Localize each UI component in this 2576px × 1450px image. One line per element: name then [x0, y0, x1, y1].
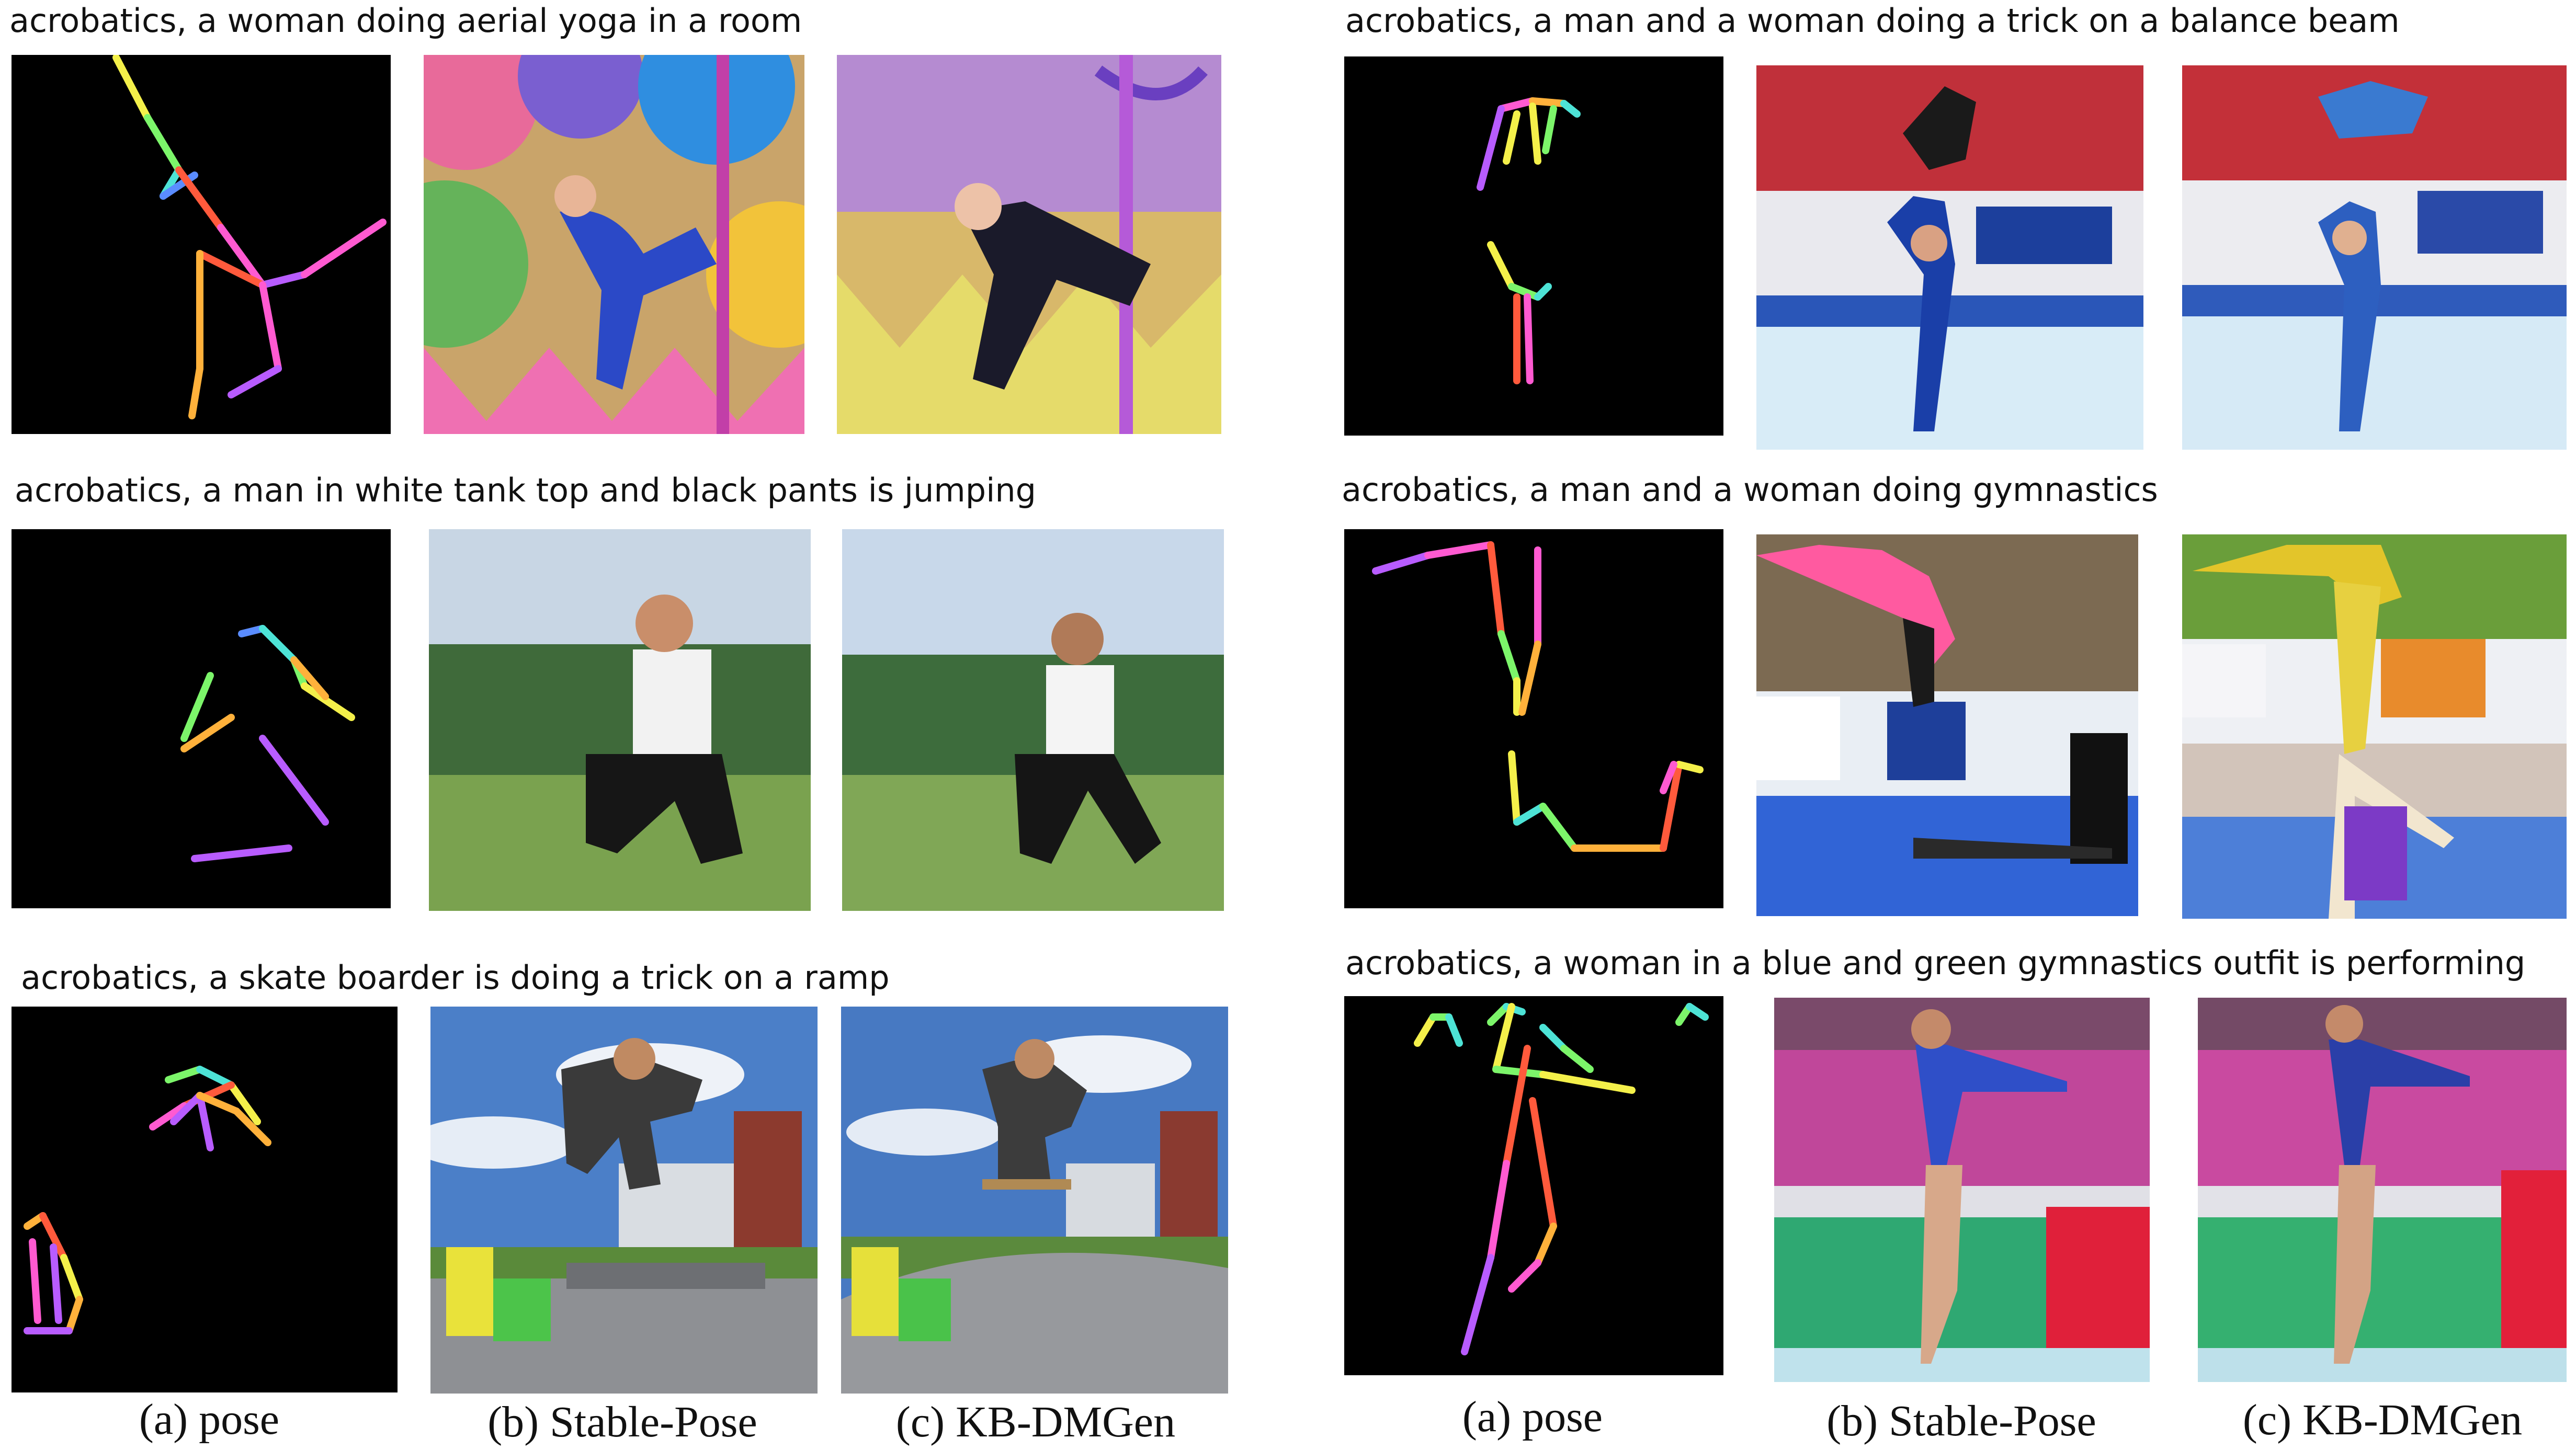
- label-right-pose: (a) pose: [1462, 1392, 1603, 1441]
- kb-dmgen-image-gymnastics-outfit: [2198, 998, 2567, 1382]
- caption-gymnastics-outfit: acrobatics, a woman in a blue and green …: [1345, 944, 2526, 982]
- pose-skeleton-aerial-yoga: [12, 55, 391, 434]
- label-left-kb-dmgen: (c) KB-DMGen: [895, 1398, 1176, 1446]
- kb-dmgen-image-skate-boarder: [841, 1007, 1228, 1394]
- stable-pose-image-tank-top-jump: [429, 529, 811, 911]
- kb-dmgen-image-aerial-yoga: [837, 55, 1221, 434]
- stable-pose-image-gymnastics-outfit: [1774, 998, 2150, 1382]
- label-right-stable-pose: (b) Stable-Pose: [1826, 1397, 2096, 1445]
- caption-tank-top-jump: acrobatics, a man in white tank top and …: [15, 471, 1037, 509]
- stable-pose-image-skate-boarder: [430, 1007, 818, 1394]
- label-left-stable-pose: (b) Stable-Pose: [487, 1398, 757, 1446]
- pose-skeleton-tank-top-jump: [12, 529, 391, 908]
- pose-skeleton-skate-boarder: [12, 1007, 398, 1392]
- pose-skeleton-gymnastics-outfit: [1344, 996, 1723, 1375]
- label-left-pose: (a) pose: [139, 1395, 280, 1444]
- stable-pose-image-aerial-yoga: [424, 55, 804, 434]
- caption-gymnastics: acrobatics, a man and a woman doing gymn…: [1342, 471, 2158, 509]
- caption-aerial-yoga: acrobatics, a woman doing aerial yoga in…: [9, 2, 802, 40]
- pose-skeleton-gymnastics: [1344, 529, 1723, 908]
- caption-skate-boarder: acrobatics, a skate boarder is doing a t…: [21, 958, 890, 997]
- kb-dmgen-image-tank-top-jump: [842, 529, 1224, 911]
- label-right-kb-dmgen: (c) KB-DMGen: [2242, 1396, 2523, 1444]
- kb-dmgen-image-balance-beam: [2182, 65, 2567, 450]
- stable-pose-image-gymnastics: [1756, 534, 2138, 916]
- pose-skeleton-balance-beam: [1344, 56, 1723, 436]
- kb-dmgen-image-gymnastics: [2182, 534, 2567, 919]
- caption-balance-beam: acrobatics, a man and a woman doing a tr…: [1345, 2, 2400, 40]
- stable-pose-image-balance-beam: [1756, 65, 2143, 450]
